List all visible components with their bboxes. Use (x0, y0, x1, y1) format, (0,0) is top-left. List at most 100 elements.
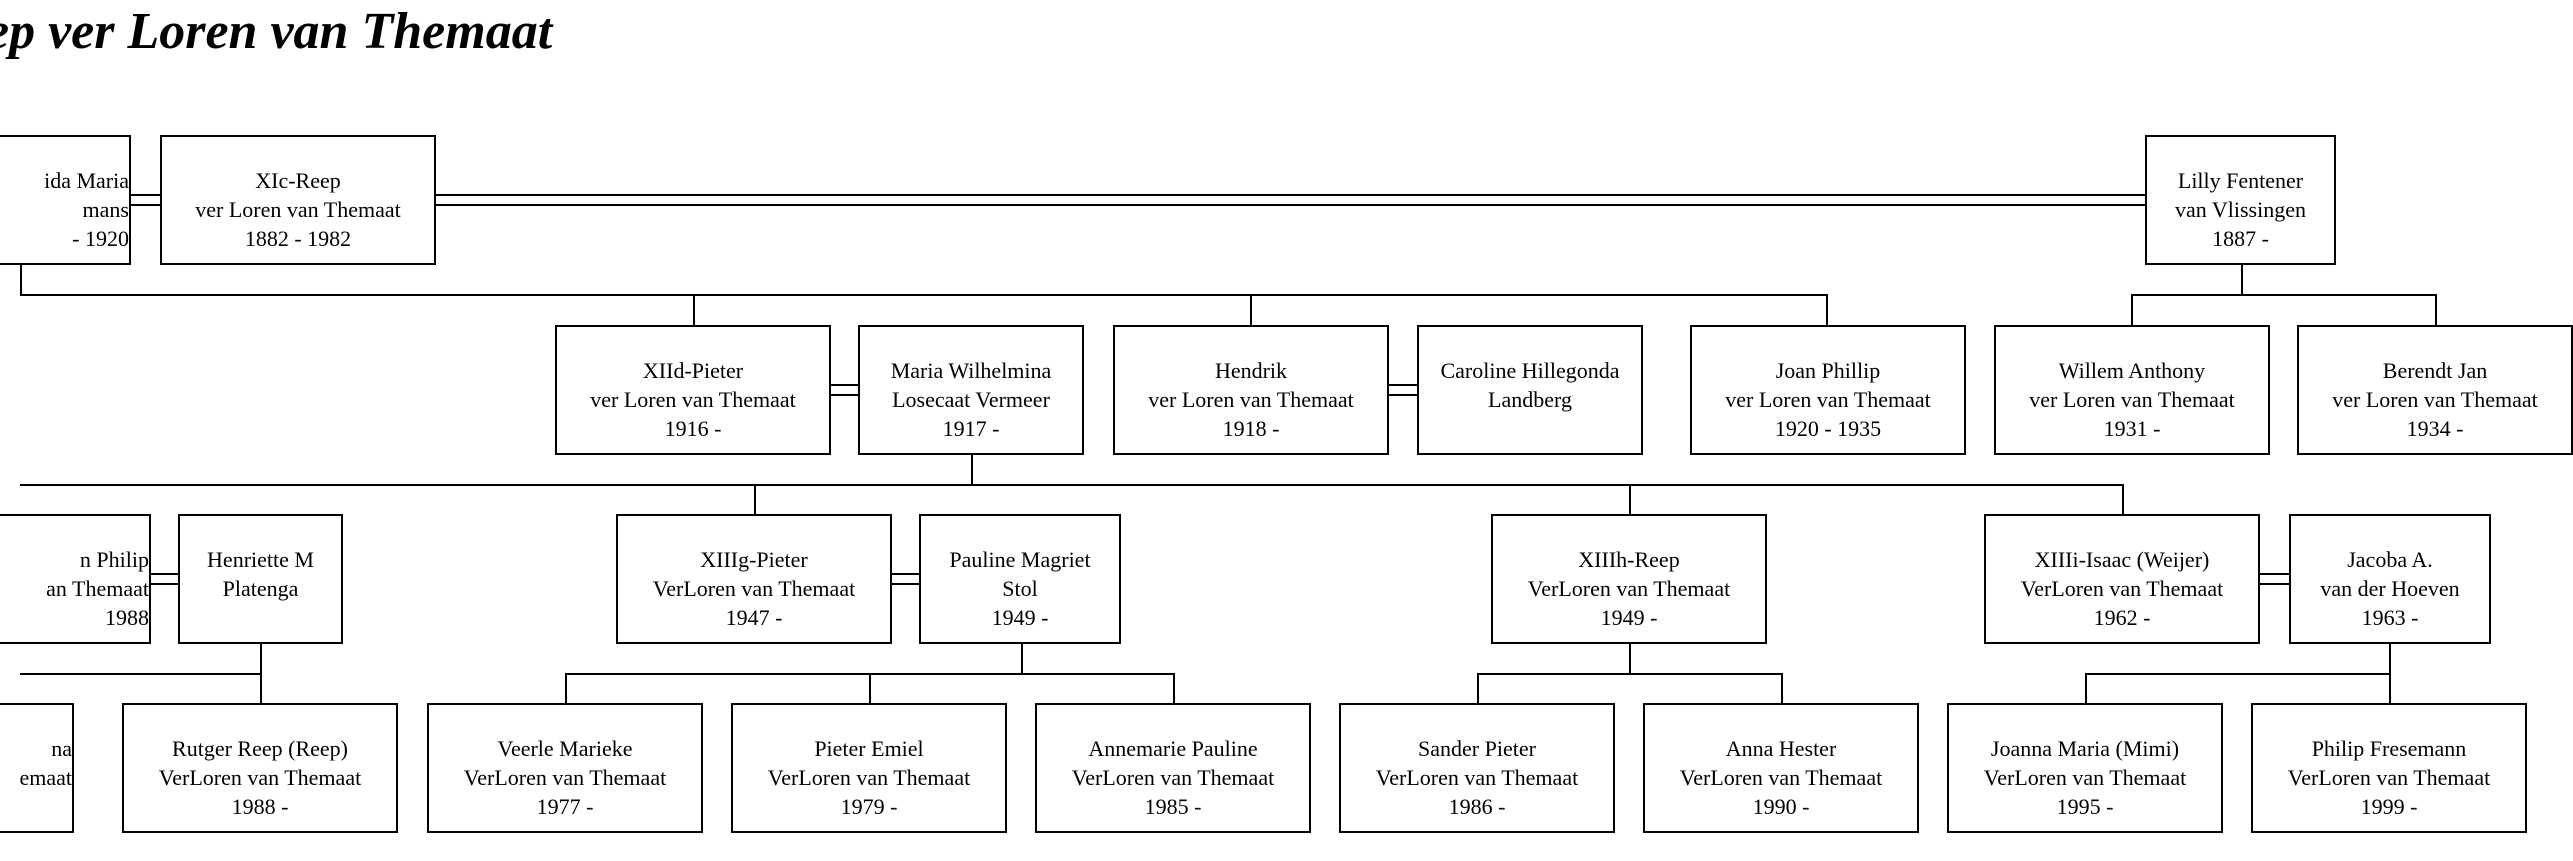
connector-line (2241, 265, 2243, 296)
person-line: Landberg (1488, 387, 1572, 412)
person-line: 1995 - (2056, 794, 2114, 819)
connector-line (892, 583, 921, 585)
person-line: 1918 - (1222, 416, 1280, 441)
connector-line (2131, 294, 2437, 296)
person-line: Maria Wilhelmina (890, 358, 1052, 383)
connector-line (2435, 294, 2437, 327)
connector-line (131, 194, 162, 196)
person-line: VerLoren van Themaat (767, 765, 971, 790)
person-line: XIIIg-Pieter (700, 547, 808, 572)
connector-line (20, 484, 2124, 486)
person-line: ver Loren van Themaat (1725, 387, 1931, 412)
connector-line (1021, 644, 1023, 675)
person-line: 1887 - (2212, 226, 2269, 251)
person-line: Jacoba A. (2347, 547, 2433, 572)
person-line: 1988 (105, 605, 149, 630)
connector-line (2122, 484, 2124, 516)
person-line: Pieter Emiel (814, 736, 924, 761)
connector-line (2131, 294, 2133, 327)
person-box-xic: XIc-Reep ver Loren van Themaat 1882 - 1982 (160, 135, 436, 265)
person-box-rutger: Rutger Reep (Reep) VerLoren van Themaat 19… (122, 703, 398, 833)
person-line: Rutger Reep (Reep) (172, 736, 348, 761)
person-line: Willem Anthony (2058, 358, 2206, 383)
person-line: XIc-Reep (255, 168, 341, 193)
person-line: 1920 - 1935 (1774, 416, 1882, 441)
connector-line (151, 573, 180, 575)
person-line: - 1920 (72, 226, 129, 251)
connector-line (20, 294, 1828, 296)
person-line: Joanna Maria (Mimi) (1990, 736, 2180, 761)
person-line: Platenga (222, 576, 299, 601)
person-line: 1985 - (1144, 794, 1202, 819)
connector-line (971, 455, 973, 486)
connector-line (1250, 294, 1252, 327)
person-line: XIIIh-Reep (1578, 547, 1680, 572)
person-line: 1917 - (942, 416, 1000, 441)
connector-line (1781, 673, 1783, 705)
person-line: 1949 - (1600, 605, 1658, 630)
person-line: ver Loren van Themaat (2332, 387, 2538, 412)
person-line: VerLoren van Themaat (1679, 765, 1883, 790)
person-line (0, 792, 72, 821)
person-line: 1963 - (2361, 605, 2419, 630)
person-line: ver Loren van Themaat (2029, 387, 2235, 412)
connector-line (1477, 673, 1783, 675)
person-line: VerLoren van Themaat (1071, 765, 1275, 790)
person-line: van Vlissingen (2175, 197, 2306, 222)
person-line: Caroline Hillegonda (1440, 358, 1620, 383)
person-line: 1949 - (991, 605, 1049, 630)
person-line: VerLoren van Themaat (463, 765, 667, 790)
person-line: van der Hoeven (2320, 576, 2460, 601)
connector-line (892, 573, 921, 575)
person-line: Veerle Marieke (497, 736, 633, 761)
person-line: Hendrik (1214, 358, 1288, 383)
person-line: ver Loren van Themaat (195, 197, 401, 222)
person-line: ver Loren van Themaat (1148, 387, 1354, 412)
connector-line (565, 673, 567, 705)
person-line: mans (82, 197, 129, 222)
person-line: 1916 - (664, 416, 722, 441)
person-line: 1988 - (231, 794, 289, 819)
connector-line (2085, 673, 2391, 675)
connector-line (1389, 384, 1419, 386)
connector-line (436, 204, 2147, 206)
person-line: 1999 - (2360, 794, 2418, 819)
connector-line (260, 673, 262, 705)
connector-line (2085, 673, 2087, 705)
person-box-joan: Joan Phillip ver Loren van Themaat 1920 - … (1690, 325, 1966, 455)
person-line: Sander Pieter (1418, 736, 1536, 761)
person-line: Joan Phillip (1775, 358, 1881, 383)
person-line: Annemarie Pauline (1088, 736, 1258, 761)
person-box-xiiii: XIIIi-Isaac (Weijer)VerLoren van Themaat… (1984, 514, 2260, 644)
person-line: 1882 - 1982 (244, 226, 352, 251)
person-line: Lilly Fentener (2177, 168, 2304, 193)
person-line: VerLoren van Themaat (1527, 576, 1731, 601)
person-line: na (51, 736, 72, 761)
person-line: XIId-Pieter (642, 358, 744, 383)
person-line: Berendt Jan (2382, 358, 2488, 383)
connector-line (1629, 484, 1631, 516)
person-box-willem: Willem Anthony ver Loren van Themaat 1931 … (1994, 325, 2270, 455)
person-line: 1962 - (2093, 605, 2151, 630)
person-line: VerLoren van Themaat (652, 576, 856, 601)
person-line: 1931 - (2103, 416, 2161, 441)
connector-line (1477, 673, 1479, 705)
person-line: VerLoren van Themaat (158, 765, 362, 790)
person-box-jacoba: Jacoba A. van der Hoeven 1963 - (2289, 514, 2491, 644)
connector-line (831, 384, 860, 386)
person-line: Philip Fresemann (2311, 736, 2467, 761)
connector-line (20, 265, 22, 296)
connector-line (1629, 644, 1631, 675)
